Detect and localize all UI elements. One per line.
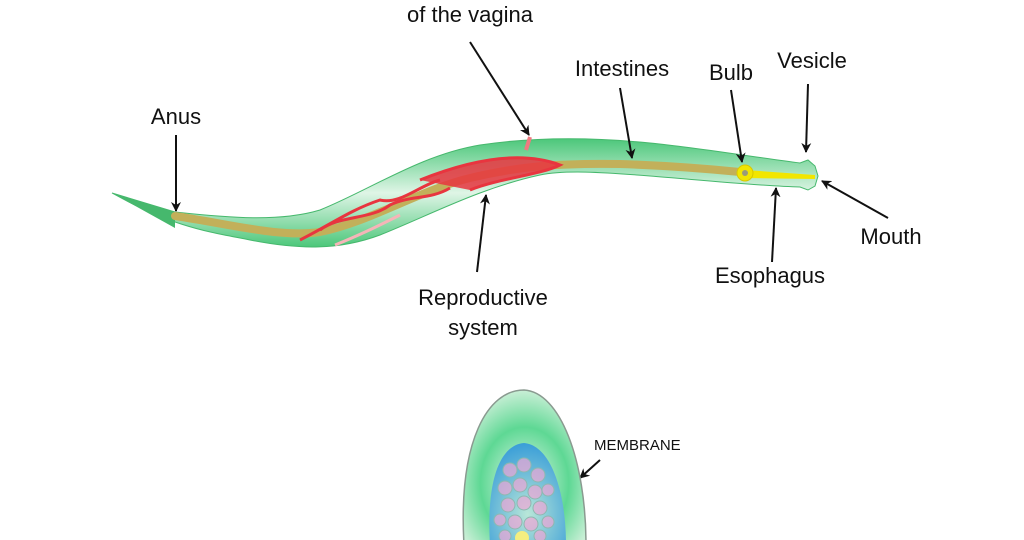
pointer-arrows — [171, 41, 889, 479]
label-reproductive: Reproductive — [418, 285, 548, 310]
reproductive-system — [299, 136, 564, 247]
label-system: system — [448, 315, 518, 340]
label-vagina: of the vagina — [407, 2, 534, 27]
label-membrane: MEMBRANE — [594, 437, 681, 454]
label-intestines: Intestines — [575, 56, 669, 81]
label-mouth: Mouth — [860, 224, 921, 249]
label-vesicle: Vesicle — [777, 48, 847, 73]
worm-body — [111, 138, 819, 248]
egg — [462, 389, 587, 540]
esophagus — [745, 170, 815, 179]
label-bulb: Bulb — [709, 60, 753, 85]
bulb-center — [742, 170, 748, 176]
label-anus: Anus — [151, 104, 201, 129]
label-esophagus: Esophagus — [715, 263, 825, 288]
